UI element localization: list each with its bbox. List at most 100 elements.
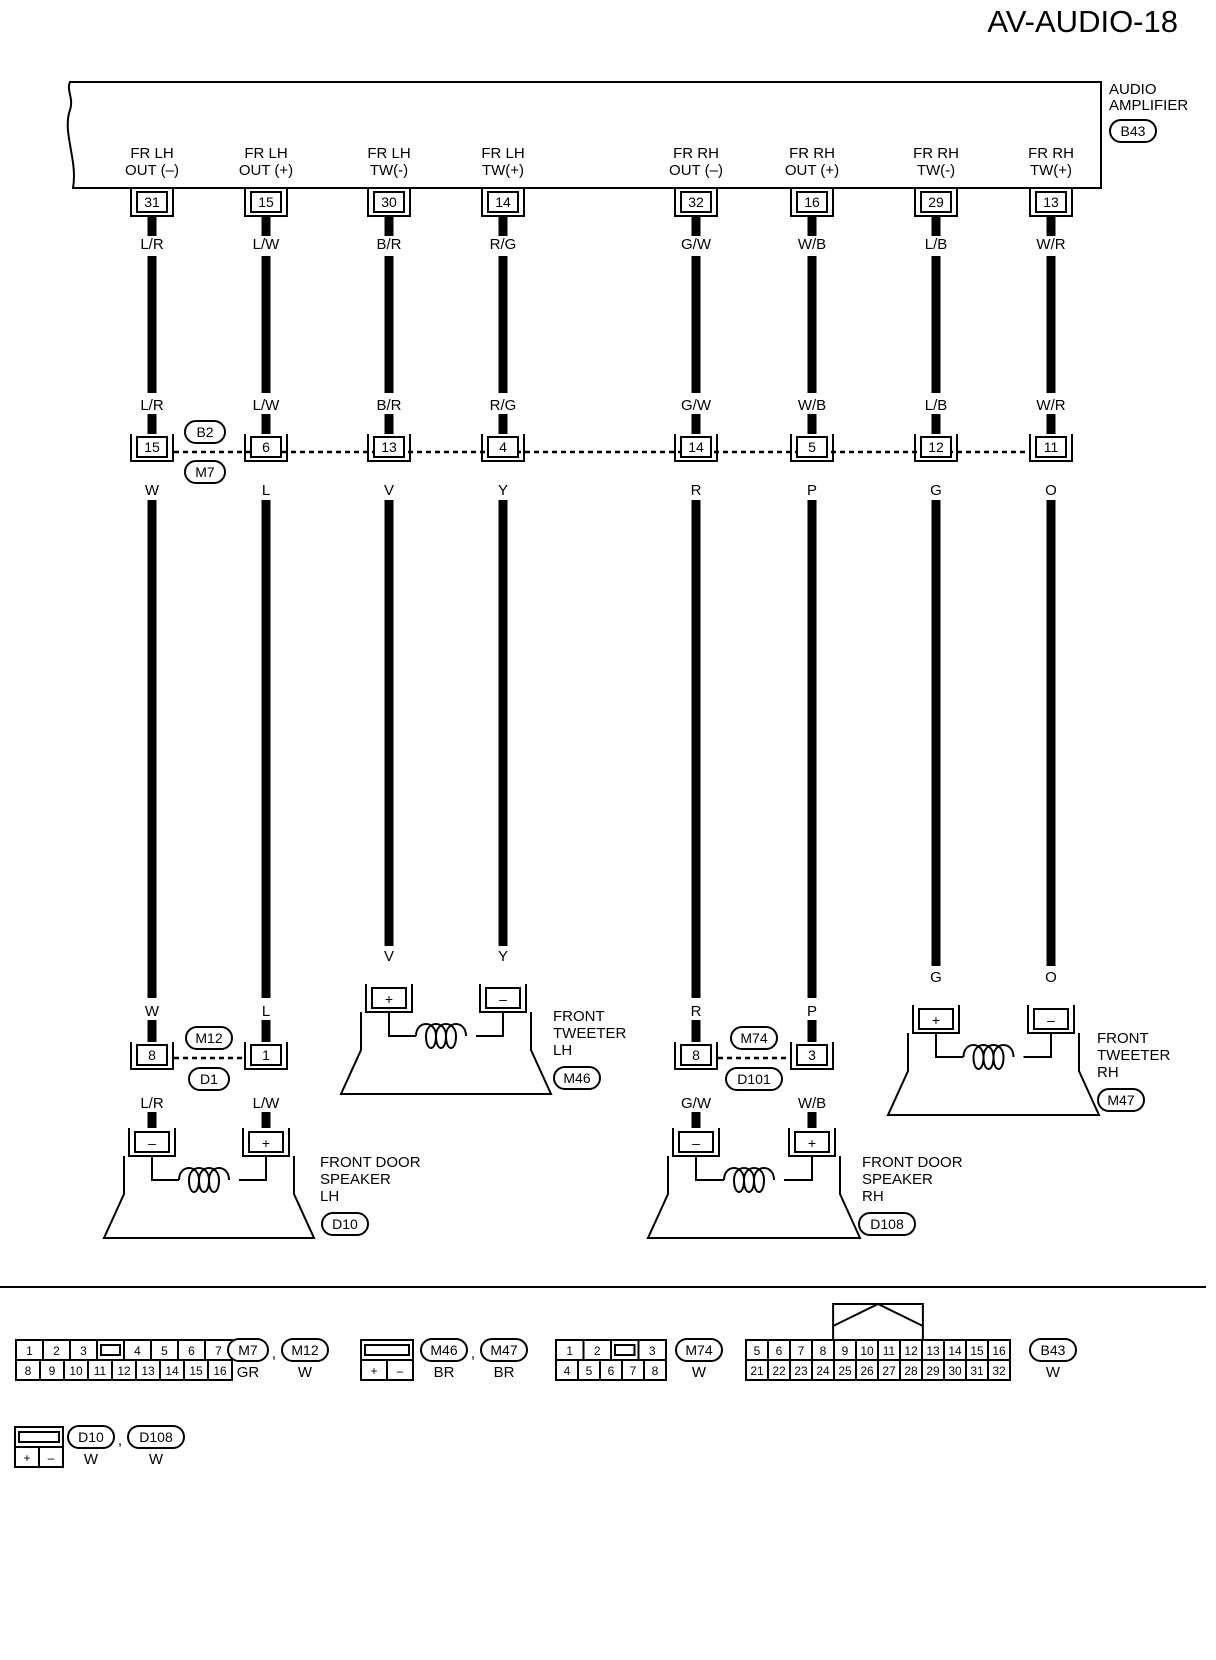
door-lh-joint-pin-box xyxy=(136,1044,168,1066)
door-lh-speaker-terminal-sign: – xyxy=(148,1135,156,1151)
tweeter-rh-coil xyxy=(962,1044,1015,1070)
view-b43-hood xyxy=(832,1303,924,1340)
view-m7-m12-cavity: 11 xyxy=(94,1364,107,1378)
view-d10-d108-color: W xyxy=(149,1451,164,1468)
view-m74-cavity: 2 xyxy=(594,1344,601,1358)
joint-id-top-oval xyxy=(184,420,226,444)
wire-color-below-joint: P xyxy=(807,482,817,499)
joint-pin: 14 xyxy=(688,439,704,455)
door-rh-joint-pin: 8 xyxy=(692,1047,700,1063)
tweeter-rh-lead xyxy=(1023,1033,1052,1058)
door-lh-speaker-body xyxy=(102,1156,316,1239)
view-d10-d108-id: D108 xyxy=(139,1429,173,1445)
view-m74-color: W xyxy=(692,1364,707,1381)
tweeter-rh-terminal-box xyxy=(918,1008,954,1030)
tweeter-lh-name: LH xyxy=(553,1042,572,1059)
wire-color-above-joint: W/R xyxy=(1036,397,1065,414)
view-b43-cavity: 14 xyxy=(948,1344,962,1358)
view-b43-color: W xyxy=(1046,1364,1061,1381)
door-rh-joint-id-top: M74 xyxy=(740,1030,767,1046)
amp-pin-box xyxy=(373,191,405,213)
joint-id-top: B2 xyxy=(196,424,213,440)
joint-pin: 12 xyxy=(928,439,944,455)
view-b43-cavity: 13 xyxy=(926,1344,940,1358)
door-rh-name: RH xyxy=(862,1188,884,1205)
view-m7-m12-cavity: 16 xyxy=(213,1364,227,1378)
door-lh-joint-pin: 8 xyxy=(148,1047,156,1063)
joint-pin: 6 xyxy=(262,439,270,455)
wire-color-top: G/W xyxy=(681,236,712,253)
view-m7-m12-cavity: 4 xyxy=(134,1344,141,1358)
wire-color-top: B/R xyxy=(376,236,401,253)
amp-terminal-label-top: FR RH xyxy=(1028,145,1074,162)
tweeter-lh-coil xyxy=(415,1023,467,1049)
door-lh-joint-id-bottom: D1 xyxy=(200,1071,218,1087)
view-m74-id-oval xyxy=(675,1338,723,1362)
view-m46-m47-lock-tab xyxy=(364,1344,410,1356)
view-m7-m12-id: M12 xyxy=(291,1342,318,1358)
view-b43-cavity: 11 xyxy=(883,1344,896,1358)
view-m74-id: M74 xyxy=(685,1342,712,1358)
view-b43-cavity: 30 xyxy=(948,1364,962,1378)
view-m46-m47-id: M47 xyxy=(490,1342,517,1358)
view-m74-cavity: 4 xyxy=(564,1364,571,1378)
tweeter-rh-name: FRONT xyxy=(1097,1030,1149,1047)
tweeter-rh-name: TWEETER xyxy=(1097,1047,1170,1064)
joint-pin-bracket xyxy=(244,434,288,462)
tweeter-rh-body xyxy=(886,1033,1101,1116)
view-b43-id: B43 xyxy=(1041,1342,1066,1358)
door-rh-name: FRONT DOOR xyxy=(862,1154,963,1171)
view-b43-cavity: 22 xyxy=(772,1364,786,1378)
amp-terminal-label-top: FR RH xyxy=(913,145,959,162)
wire-color-below-joint: Y xyxy=(498,482,508,499)
view-m74-cavity: 3 xyxy=(649,1344,656,1358)
door-lh-name: FRONT DOOR xyxy=(320,1154,421,1171)
amp-terminal-label-top: FR LH xyxy=(130,145,173,162)
view-m74-cavity: 8 xyxy=(652,1364,659,1378)
view-m7-m12-cavity: 7 xyxy=(215,1344,222,1358)
wire-color-top: L/R xyxy=(140,236,164,253)
wire-color-below-joint: G xyxy=(930,482,942,499)
joint-pin-bracket xyxy=(367,434,411,462)
joint-pin-box xyxy=(796,436,828,458)
door-rh-joint-id-top-oval xyxy=(730,1026,778,1050)
door-rh-joint-pin-bracket xyxy=(674,1042,718,1070)
tweeter-lh-terminal-sign: – xyxy=(499,991,507,1007)
view-m7-m12-id-oval xyxy=(281,1338,329,1362)
amplifier-body xyxy=(66,81,1102,189)
door-rh-speaker-terminal-box xyxy=(794,1131,830,1153)
tweeter-lh-body xyxy=(339,1012,553,1095)
tweeter-lh-wire-color: Y xyxy=(498,948,508,965)
joint-pin-bracket xyxy=(914,434,958,462)
view-m74-cavity: 5 xyxy=(586,1364,593,1378)
amp-pin-box xyxy=(1035,191,1067,213)
amp-terminal-label-top: FR LH xyxy=(367,145,410,162)
door-lh-joint-id-top-oval xyxy=(185,1026,233,1050)
amp-pin: 15 xyxy=(258,194,274,210)
view-d10-d108-comma: , xyxy=(118,1432,122,1449)
door-rh-wire-color-below: G/W xyxy=(681,1095,712,1112)
amplifier-connector-id: B43 xyxy=(1121,123,1146,139)
tweeter-rh-lead xyxy=(935,1033,964,1058)
door-lh-wire-color-above: L xyxy=(262,1003,270,1020)
view-b43-cavity: 29 xyxy=(926,1364,940,1378)
tweeter-rh-connector-id-oval xyxy=(1097,1088,1145,1112)
door-rh-speaker-coil xyxy=(723,1167,775,1193)
door-lh-name: LH xyxy=(320,1188,339,1205)
door-lh-connector-id: D10 xyxy=(332,1216,358,1232)
amp-terminal-label-bottom: TW(-) xyxy=(370,162,408,179)
amp-pin: 30 xyxy=(381,194,397,210)
view-d10-d108-color: W xyxy=(84,1451,99,1468)
view-b43-cavity: 7 xyxy=(798,1344,805,1358)
view-d10-d108-id: D10 xyxy=(78,1429,104,1445)
amp-terminal-label-top: FR LH xyxy=(244,145,287,162)
view-b43-cavity: 32 xyxy=(992,1364,1006,1378)
door-rh-wire-color-above: P xyxy=(807,1003,817,1020)
amp-pin-box xyxy=(136,191,168,213)
door-lh-name: SPEAKER xyxy=(320,1171,391,1188)
door-lh-speaker-lead xyxy=(151,1156,179,1181)
tweeter-rh-terminal-box xyxy=(1033,1008,1069,1030)
view-m7-m12-cavity: 6 xyxy=(188,1344,195,1358)
door-rh-joint-pin-bracket xyxy=(790,1042,834,1070)
